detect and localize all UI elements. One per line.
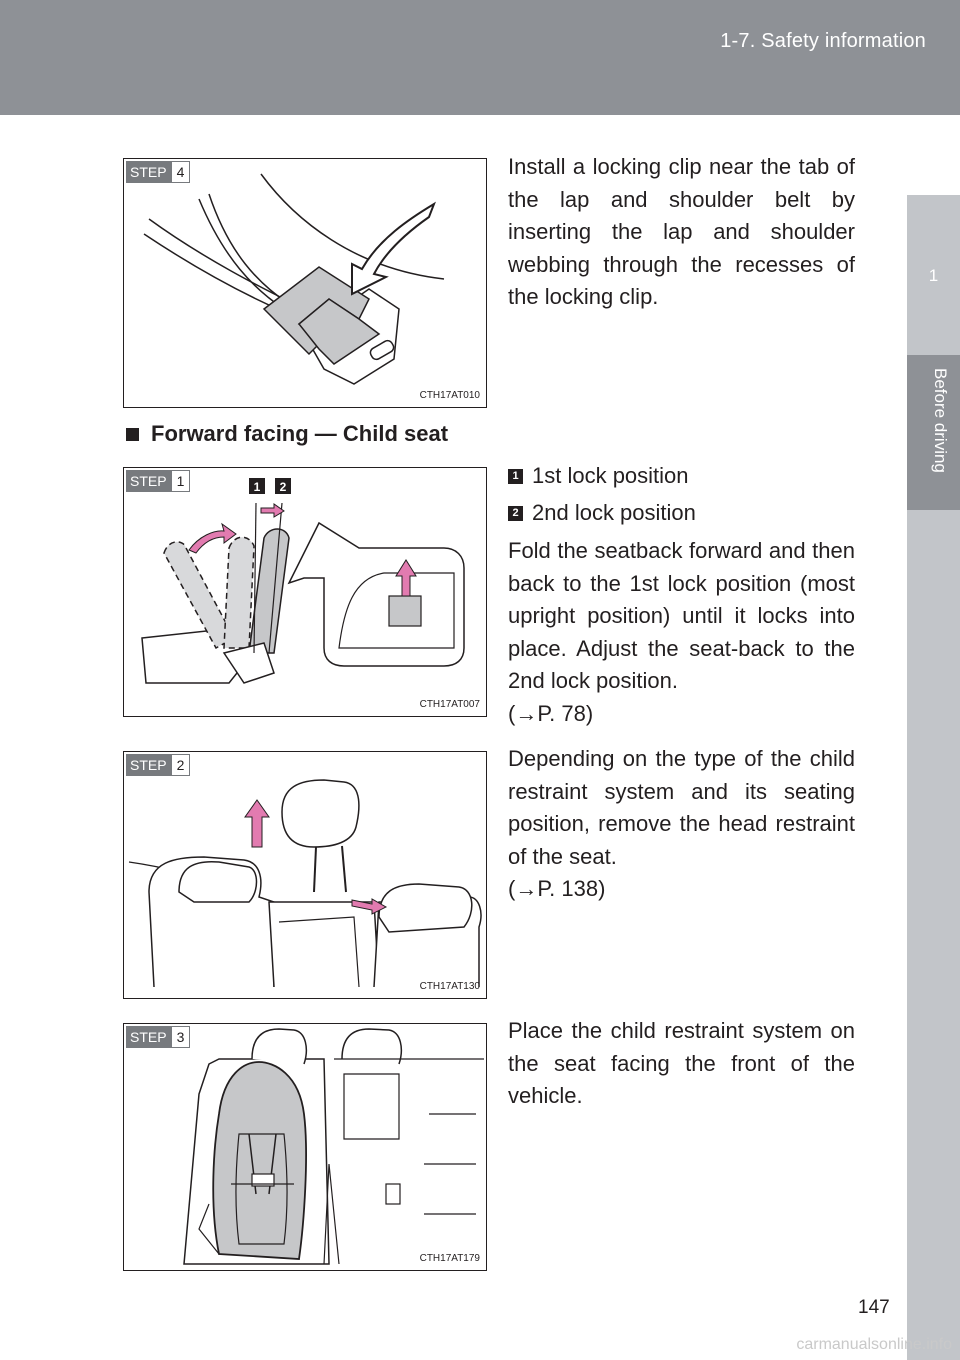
release-arrow-icon [351, 898, 388, 915]
step-badge: STEP 2 [126, 754, 191, 776]
lift-arrow-icon [244, 799, 270, 848]
page-number: 147 [858, 1297, 890, 1318]
step-instruction-fold-seatback: Fold the seatback forward and then back … [508, 535, 855, 730]
figure-code: CTH17AT007 [419, 699, 480, 710]
fold-arrow-icon [188, 522, 237, 554]
step-instruction-place-child-restraint: Place the child restraint system on the … [508, 1018, 855, 1108]
side-tab-upper [907, 195, 960, 355]
lock-position-2: 2 2nd lock position [508, 500, 696, 526]
step-label: STEP [126, 161, 171, 183]
section-heading: Forward facing — Child seat [126, 421, 448, 447]
step-badge: STEP 1 [126, 470, 191, 492]
square-bullet-icon [126, 427, 139, 441]
step-number: 1 [170, 470, 191, 492]
head-restraint-illustration [128, 779, 482, 988]
figure-locking-clip: STEP 4 CTH17AT010 [123, 158, 487, 408]
figure-seatback-fold: 1 2 STEP 1 CTH17AT007 [123, 467, 487, 717]
marker-1-label: 1 [254, 480, 261, 494]
step-instruction-install-clip: Install a locking clip near the tab of t… [508, 154, 855, 309]
figure-child-restraint: STEP 3 CTH17AT179 [123, 1023, 487, 1271]
marker-2-box [275, 478, 291, 494]
figure-code: CTH17AT130 [419, 981, 480, 992]
page-reference: (→P. 138) [508, 876, 606, 901]
page-reference: (→P. 78) [508, 700, 594, 726]
child-restraint-illustration [183, 1028, 484, 1265]
lock-position-2-label: 2nd lock position [532, 500, 696, 525]
section-heading-text: Forward facing — Child seat [151, 421, 449, 446]
step-badge: STEP 4 [126, 161, 191, 183]
figure-code: CTH17AT179 [419, 1253, 480, 1264]
step-label: STEP [126, 470, 171, 492]
section-title: 1-7. Safety information [720, 30, 926, 52]
step-label: STEP [126, 1026, 171, 1048]
marker-1-icon: 1 [508, 468, 523, 484]
figure-code: CTH17AT010 [419, 390, 480, 401]
side-tab-lower [907, 510, 960, 1360]
release-arrow-icon [395, 559, 417, 597]
seatback-illustration: 1 2 [141, 478, 465, 684]
step-text: Depending on the type of the child restr… [508, 746, 855, 869]
marker-2-icon: 2 [508, 505, 523, 521]
marker-2-label: 2 [280, 480, 287, 494]
step-text: Fold the seatback forward and then back … [508, 538, 855, 693]
lock-position-1-label: 1st lock position [532, 463, 689, 488]
figure-head-restraint: STEP 2 CTH17AT130 [123, 751, 487, 999]
step-instruction-remove-head-restraint: Depending on the type of the child restr… [508, 743, 855, 906]
step-badge: STEP 3 [126, 1026, 191, 1048]
chapter-label: Before driving [931, 368, 950, 473]
step-label: STEP [126, 754, 171, 776]
step-number: 3 [170, 1026, 191, 1048]
step-number: 4 [170, 161, 191, 183]
watermark: carmanualsonline.info [796, 1336, 952, 1353]
chapter-number: 1 [928, 266, 939, 285]
side-tab-active [907, 355, 960, 510]
marker-1-box [249, 478, 265, 494]
adjust-arrow-icon [260, 503, 285, 518]
lock-position-1: 1 1st lock position [508, 463, 689, 489]
page-header: 1-7. Safety information [0, 0, 960, 115]
locking-clip-illustration [143, 173, 445, 385]
step-number: 2 [170, 754, 191, 776]
